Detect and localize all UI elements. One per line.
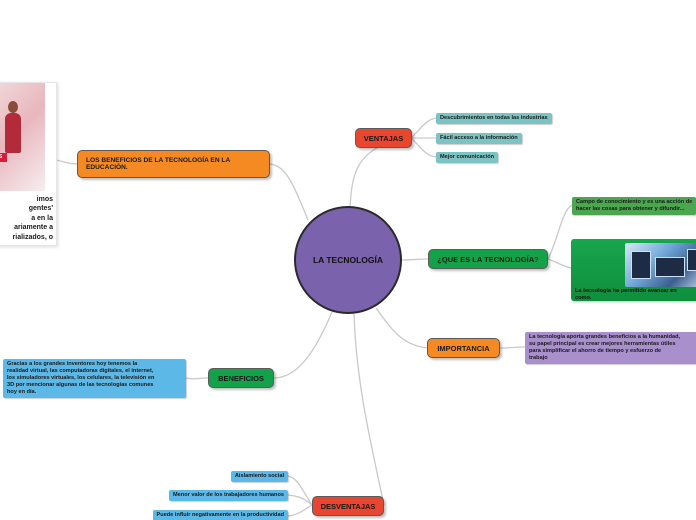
topic-ventajas-label: VENTAJAS bbox=[363, 133, 404, 143]
link-educacion bbox=[269, 163, 309, 221]
topic-beneficios[interactable]: BENEFICIOS bbox=[208, 368, 274, 388]
link-d3 bbox=[287, 504, 313, 517]
topic-que-es[interactable]: ¿QUE ES LA TECNOLOGÍA? bbox=[428, 249, 548, 269]
subtopic-ventajas-1[interactable]: Descubrimientos en todas las industrias bbox=[436, 113, 552, 124]
technology-devices-image bbox=[625, 243, 696, 287]
topic-ventajas[interactable]: VENTAJAS bbox=[355, 128, 412, 148]
link-v1 bbox=[410, 117, 437, 139]
subtopic-que-es-definicion[interactable]: Campo de conocimiento y es una acción de… bbox=[572, 197, 696, 215]
subtopic-desventajas-3[interactable]: Puede influir negativamente en la produc… bbox=[152, 510, 288, 520]
link-d1 bbox=[287, 475, 313, 506]
subtopic-ventajas-3[interactable]: Mejor comunicación bbox=[436, 152, 499, 163]
topic-importancia-label: IMPORTANCIA bbox=[437, 343, 490, 353]
topic-que-es-label: ¿QUE ES LA TECNOLOGÍA? bbox=[437, 254, 539, 264]
central-topic-label: LA TECNOLOGÍA bbox=[312, 255, 384, 265]
subtopic-importancia-1[interactable]: La tecnología aporta grandes beneficios … bbox=[525, 332, 696, 364]
topic-desventajas[interactable]: DESVENTAJAS bbox=[312, 496, 384, 516]
subtopic-desventajas-1[interactable]: Aislamiento social bbox=[230, 471, 288, 482]
link-beneficios bbox=[273, 311, 333, 379]
topic-beneficios-label: BENEFICIOS bbox=[218, 373, 264, 383]
subtopic-ventajas-2[interactable]: Fácil acceso a la información bbox=[436, 133, 522, 144]
link-q2 bbox=[547, 258, 572, 269]
link-desventajas bbox=[353, 313, 385, 506]
link-b1 bbox=[185, 377, 209, 380]
link-v3 bbox=[410, 137, 437, 158]
link-ventajas bbox=[349, 137, 412, 208]
central-topic[interactable]: LA TECNOLOGÍA bbox=[294, 206, 402, 314]
link-d2 bbox=[287, 494, 313, 506]
topic-importancia[interactable]: IMPORTANCIA bbox=[427, 338, 500, 358]
link-e1 bbox=[54, 159, 78, 165]
topic-educacion[interactable]: LOS BENEFICIOS DE LA TECNOLOGÍA EN LA ED… bbox=[77, 150, 270, 178]
link-i1 bbox=[499, 346, 526, 349]
topic-educacion-label: LOS BENEFICIOS DE LA TECNOLOGÍA EN LA ED… bbox=[86, 157, 231, 171]
educacion-image-card[interactable]: OS imos gentes' a en la ariamente a rial… bbox=[0, 82, 57, 246]
link-q1 bbox=[547, 204, 573, 260]
link-que-es bbox=[401, 258, 429, 261]
subtopic-beneficios-1[interactable]: Gracias a los grandes inventores hoy ten… bbox=[3, 359, 186, 398]
subtopic-desventajas-2[interactable]: Menor valor de los trabajadores humanos bbox=[169, 490, 288, 501]
link-importancia bbox=[375, 307, 428, 349]
image-card-caption: La tecnología ha permitido avanzar en co… bbox=[575, 288, 677, 301]
photo-tag: OS bbox=[0, 153, 7, 162]
topic-desventajas-label: DESVENTAJAS bbox=[320, 501, 376, 511]
classroom-photo: OS bbox=[0, 83, 45, 191]
educacion-card-text: imos gentes' a en la ariamente a rializa… bbox=[12, 196, 53, 241]
subtopic-que-es-image-card[interactable]: La tecnología ha permitido avanzar en co… bbox=[571, 239, 696, 301]
